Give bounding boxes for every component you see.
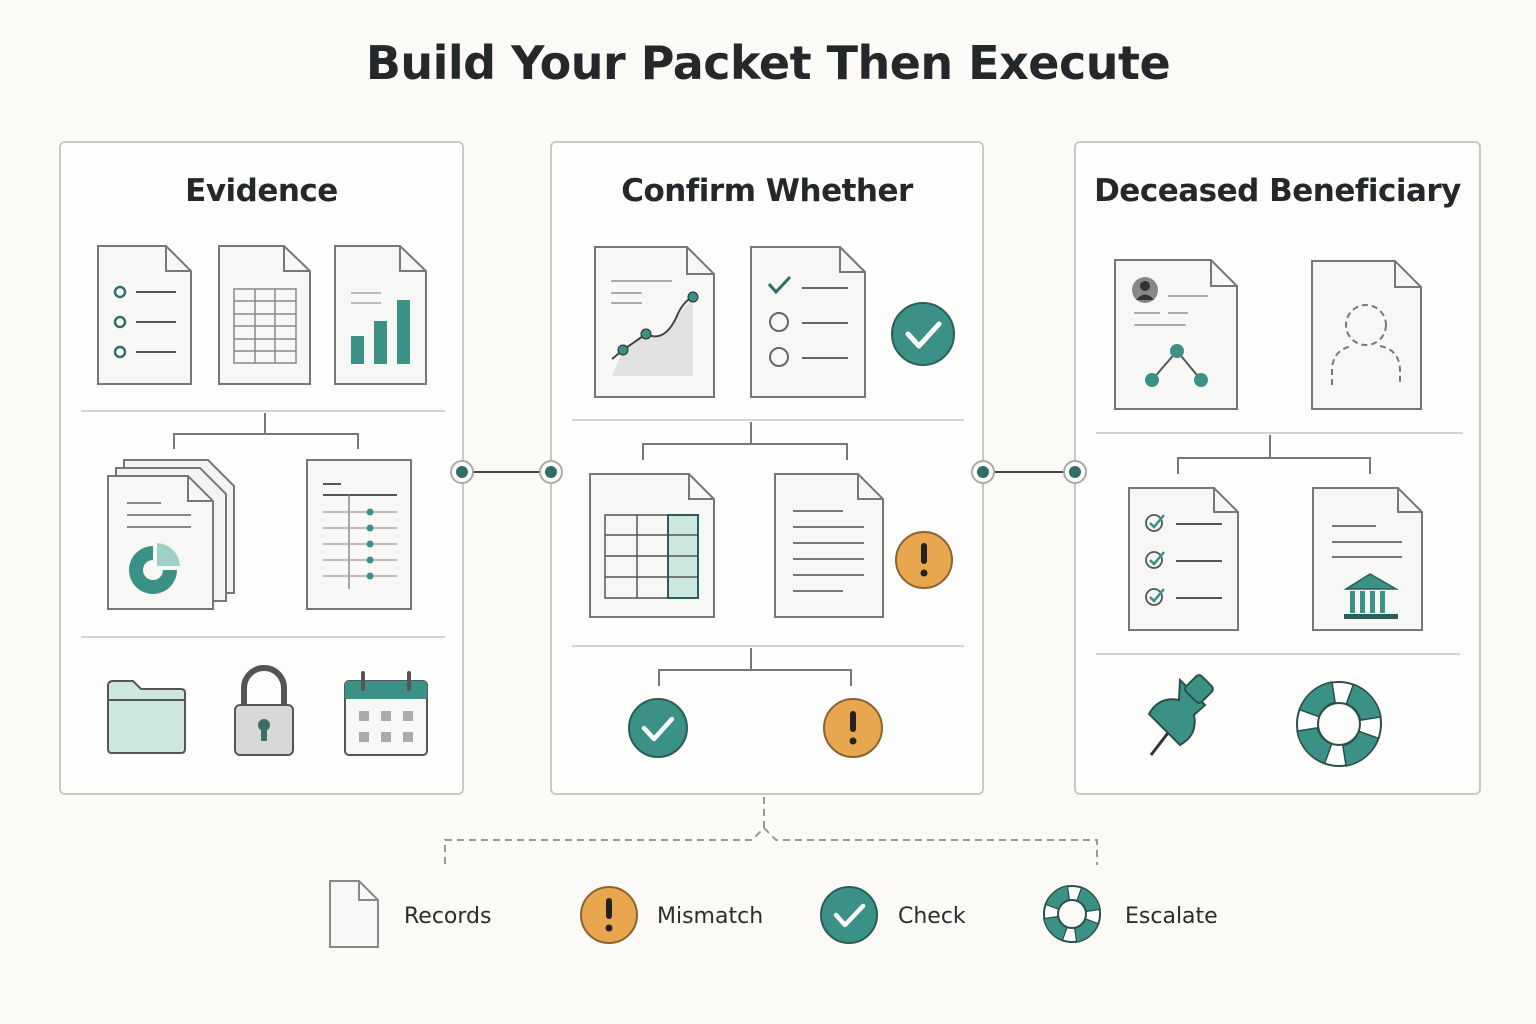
checklist-document-icon: [750, 246, 866, 398]
bank-document-icon: [1312, 487, 1423, 631]
profile-network-document-icon: [1114, 259, 1238, 410]
panel-deceased-beneficiary: Deceased Beneficiary: [1074, 141, 1481, 795]
line-chart-document-icon: [594, 246, 715, 398]
alert-circle-icon: [823, 698, 883, 758]
page-title: Build Your Packet Then Execute: [365, 36, 1171, 90]
spreadsheet-highlight-document-icon: [589, 473, 715, 618]
legend-label-check: Check: [898, 904, 966, 929]
connector-evidence-to-confirm: [450, 460, 563, 484]
connector-confirm-to-deceased: [971, 460, 1087, 484]
check-icon: [820, 886, 878, 944]
checklist-document-icon: [97, 245, 192, 385]
timeline-document-icon: [306, 459, 412, 610]
panel-confirm-whether: Confirm Whether: [550, 141, 984, 795]
checklist-document-icon: [1128, 487, 1239, 631]
document-icon: [329, 880, 379, 948]
lifebuoy-icon: [1043, 885, 1101, 943]
bar-chart-document-icon: [334, 245, 427, 385]
padlock-icon: [234, 665, 294, 756]
alert-icon: [580, 886, 638, 944]
pushpin-icon: [1147, 674, 1214, 756]
text-document-icon: [774, 473, 884, 618]
missing-person-document-icon: [1311, 260, 1422, 410]
check-circle-icon: [891, 302, 955, 366]
legend-label-mismatch: Mismatch: [657, 904, 764, 929]
panel-title-evidence: Evidence: [185, 173, 338, 209]
panel-title-confirm-whether: Confirm Whether: [621, 173, 913, 209]
lifebuoy-icon: [1296, 681, 1382, 767]
panel-title-deceased-beneficiary: Deceased Beneficiary: [1094, 173, 1461, 209]
spreadsheet-document-icon: [218, 245, 311, 385]
check-circle-icon: [628, 698, 688, 758]
legend-label-records: Records: [404, 904, 492, 929]
pie-chart-document-stack-icon: [107, 459, 235, 610]
calendar-icon: [344, 671, 428, 756]
legend-label-escalate: Escalate: [1125, 904, 1218, 929]
legend-bracket: [444, 797, 1098, 865]
alert-circle-icon: [895, 531, 953, 589]
folder-icon: [107, 680, 186, 754]
panel-evidence: Evidence: [59, 141, 464, 795]
